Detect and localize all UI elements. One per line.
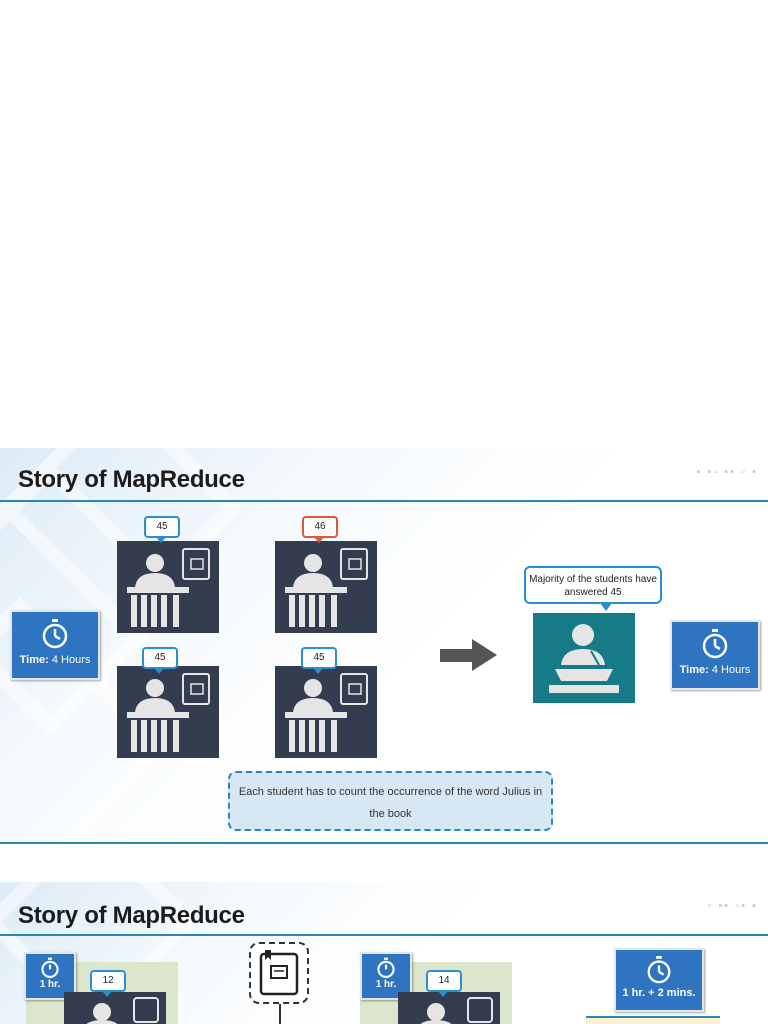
book-container: [249, 942, 309, 1004]
stopwatch-icon: [42, 619, 68, 649]
student-icon: [420, 997, 493, 1024]
stopwatch-icon: [647, 956, 671, 984]
stopwatch-icon: [41, 957, 59, 978]
student-icon: [86, 997, 159, 1024]
timer-left: Time: 4 Hours: [10, 610, 100, 680]
book-icon: [259, 950, 299, 996]
timer-label: Time: 4 Hours: [679, 664, 751, 676]
student-icon: [127, 673, 210, 752]
student-desk: [275, 666, 377, 758]
answer-bubble: 14: [426, 970, 462, 997]
student-icon: [127, 548, 210, 627]
timer-label: Time: 4 Hours: [19, 654, 91, 666]
answer-bubble: 45: [144, 516, 180, 543]
student-desk: [398, 992, 500, 1024]
timer-label: 1 hr.: [39, 979, 61, 990]
logo: ▫ ▪▪ ▫▪ ▪: [707, 900, 758, 912]
answer-bubble: 45: [142, 647, 178, 674]
stopwatch-icon: [702, 629, 728, 659]
result-panel-edge: [586, 1016, 720, 1024]
teacher-podium: [533, 613, 635, 703]
answer-bubble: 12: [90, 970, 126, 997]
teacher-icon: [549, 624, 619, 693]
title-rule: [0, 500, 768, 502]
title-rule: [0, 934, 768, 936]
timer-total: 1 hr. + 2 mins.: [614, 948, 704, 1012]
instruction-note: Each student has to count the occurrence…: [228, 771, 553, 831]
slide-title: Story of MapReduce: [18, 466, 245, 493]
slide-1: Story of MapReduce ▪ ▪▫ ▪▪ ▫ ▪ Time: 4 H…: [0, 448, 768, 844]
student-desk: [117, 541, 219, 633]
student-desk: [275, 541, 377, 633]
timer-label: 1 hr. + 2 mins.: [622, 987, 696, 999]
stopwatch-icon: [377, 957, 395, 978]
connector-line: [279, 1004, 281, 1024]
slide-title: Story of MapReduce: [18, 902, 245, 929]
student-desk: [64, 992, 166, 1024]
bottom-rule: [0, 842, 768, 844]
slide-2: Story of MapReduce ▫ ▪▪ ▫▪ ▪ 1 hr. 12: [0, 882, 768, 1024]
timer-right: Time: 4 Hours: [670, 620, 760, 690]
answer-bubble: 46: [302, 516, 338, 543]
timer-label: 1 hr.: [375, 979, 397, 990]
logo: ▪ ▪▫ ▪▪ ▫ ▪: [696, 466, 758, 478]
answer-bubble: 45: [301, 647, 337, 674]
right-arrow-icon: [440, 639, 497, 671]
student-icon: [285, 673, 368, 752]
teacher-speech-bubble: Majority of the students have answered 4…: [524, 566, 662, 611]
student-desk: [117, 666, 219, 758]
student-icon: [285, 548, 368, 627]
